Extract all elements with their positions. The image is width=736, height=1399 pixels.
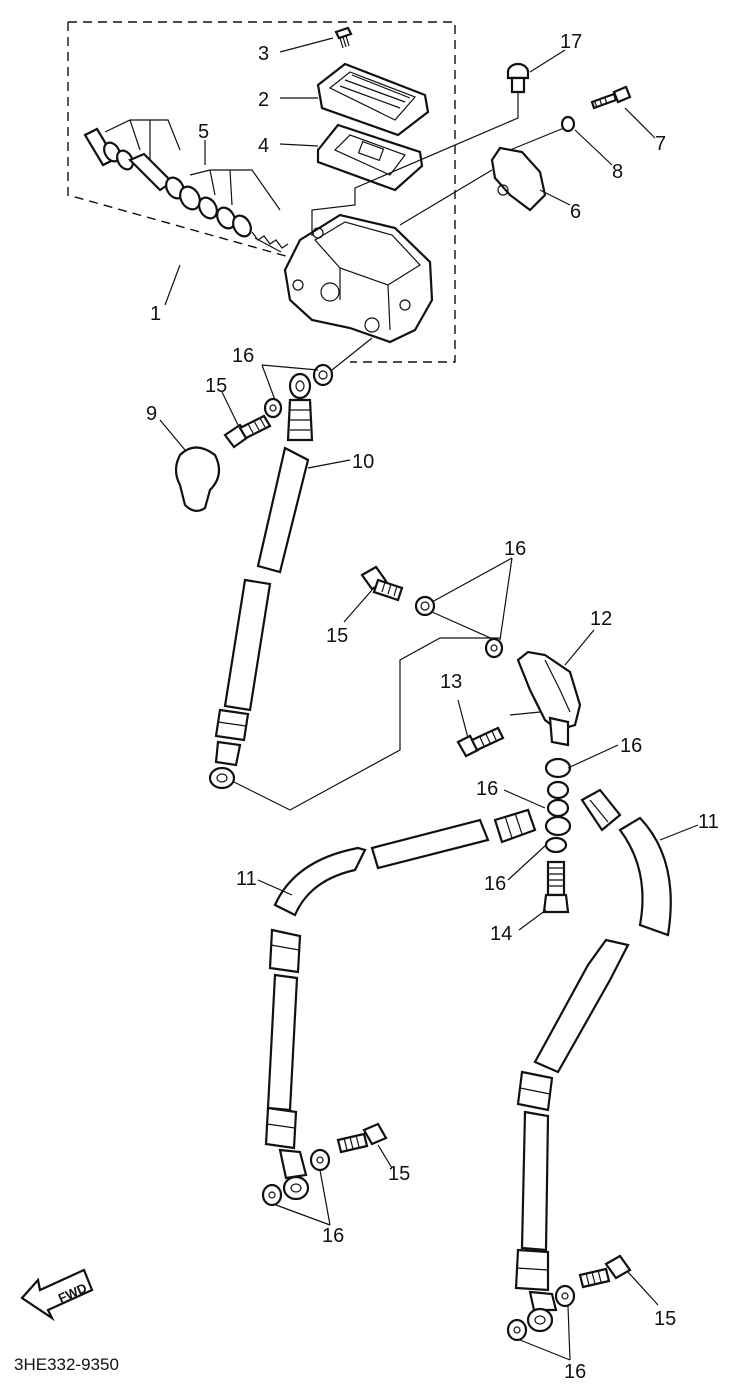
part-10-hose xyxy=(208,372,314,790)
callout-16-c: 16 xyxy=(620,735,642,757)
callout-leaders xyxy=(159,37,699,1361)
part-13-bolt xyxy=(456,726,505,758)
callout-15-d: 15 xyxy=(654,1308,676,1330)
part-11-hose-right xyxy=(514,788,672,1333)
part-5-piston-kit xyxy=(83,119,289,253)
leader-16-upper xyxy=(431,611,496,641)
part-8-washer xyxy=(560,115,576,133)
part-16-washer-lower-right-b xyxy=(554,1284,576,1308)
part-9-boot xyxy=(174,446,221,512)
part-4-diaphragm xyxy=(316,123,424,192)
callout-8: 8 xyxy=(612,161,623,183)
fwd-arrow-icon: FWD xyxy=(20,1268,94,1322)
callout-3: 3 xyxy=(258,43,269,65)
callout-16-b: 16 xyxy=(504,538,526,560)
part-16-washer-middle-b xyxy=(484,637,504,659)
callout-16-e: 16 xyxy=(484,873,506,895)
callout-6: 6 xyxy=(570,201,581,223)
part-12-joint-bracket xyxy=(509,650,582,747)
part-14-bolt xyxy=(542,860,570,914)
part-15-banjo-bolt-upper xyxy=(223,414,272,449)
callout-16-a: 16 xyxy=(232,345,254,367)
callout-10: 10 xyxy=(352,451,374,473)
callout-7: 7 xyxy=(655,133,666,155)
callout-11-b: 11 xyxy=(698,811,719,833)
callout-12: 12 xyxy=(590,608,612,630)
leader-middle-banjo xyxy=(233,637,500,811)
callout-9: 9 xyxy=(146,403,157,425)
callout-15-a: 15 xyxy=(205,375,227,397)
part-15-banjo-bolt-lower-left xyxy=(336,1122,388,1154)
callout-16-f: 16 xyxy=(322,1225,344,1247)
part-16-washer-lower-left-a xyxy=(261,1183,283,1207)
part-16-washer-lower-right-a xyxy=(506,1318,528,1342)
part-16-washer-middle-a xyxy=(414,595,436,617)
part-6-holder xyxy=(490,146,547,212)
part-16-washer-upper xyxy=(312,337,373,387)
part-16-washer-lower-left-b xyxy=(309,1148,331,1172)
callout-1: 1 xyxy=(150,303,161,325)
part-7-bolt xyxy=(590,85,632,110)
callout-15-b: 15 xyxy=(326,625,348,647)
callout-labels: 3 2 4 5 1 17 7 8 6 16 15 9 10 16 15 12 1… xyxy=(146,31,719,1383)
callout-11-a: 11 xyxy=(236,868,257,890)
part-2-reservoir-cap xyxy=(316,62,430,137)
callout-2: 2 xyxy=(258,89,269,111)
diagram-code: 3HE332-9350 xyxy=(14,1355,119,1374)
callout-14: 14 xyxy=(490,923,512,945)
callout-4: 4 xyxy=(258,135,269,157)
callout-16-g: 16 xyxy=(564,1361,586,1383)
part-11-hose-left xyxy=(264,808,537,1201)
part-15-banjo-bolt-middle xyxy=(360,565,404,602)
part-16-washer-left xyxy=(263,397,283,419)
joint-washer-stack xyxy=(544,757,572,854)
part-17-cap xyxy=(506,62,530,94)
callout-13: 13 xyxy=(440,671,462,693)
callout-5: 5 xyxy=(198,121,209,143)
leader-8-6-body xyxy=(399,127,565,226)
callout-17: 17 xyxy=(560,31,582,53)
part-3-screw xyxy=(334,26,353,49)
callout-15-c: 15 xyxy=(388,1163,410,1185)
part-15-banjo-bolt-lower-right xyxy=(578,1254,632,1289)
master-cylinder-body xyxy=(283,213,434,344)
callout-16-d: 16 xyxy=(476,778,498,800)
leader-17-body xyxy=(311,92,519,236)
